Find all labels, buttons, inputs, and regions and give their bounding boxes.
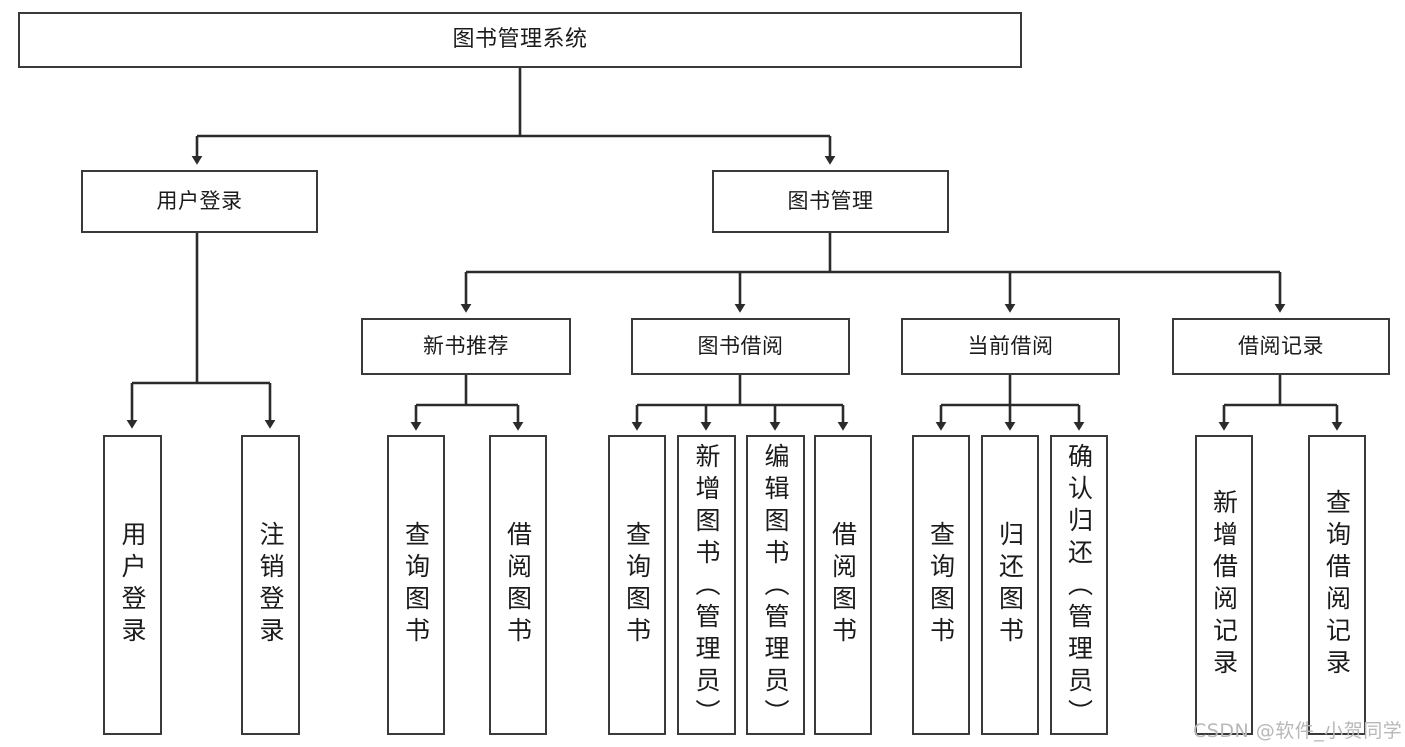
leaf-book-borrow-query-label: 查询图书 [622,521,652,649]
leaf-user-login-login-label: 用户登录 [118,521,147,649]
leaf-new-book-borrow[interactable]: 借阅图书 [489,435,547,735]
leaf-book-borrow-borrow[interactable]: 借阅图书 [814,435,872,735]
leaf-book-borrow-borrow-label: 借阅图书 [828,521,858,649]
leaf-user-login-logout-label: 注销登录 [256,521,285,649]
leaf-new-book-borrow-label: 借阅图书 [503,521,533,649]
leaf-book-borrow-edit-label: 编辑图书（管理员） [761,443,790,731]
node-book-management[interactable]: 图书管理 [712,170,949,233]
csdn-watermark-text: CSDN @软件_小贺同学 [1193,720,1403,742]
leaf-current-borrow-return[interactable]: 归还图书 [981,435,1039,735]
leaf-book-borrow-add-label: 新增图书（管理员） [692,443,721,731]
leaf-borrow-record-add-label: 新增借阅记录 [1209,489,1239,681]
node-book-borrow[interactable]: 图书借阅 [631,318,850,375]
node-user-login-label: 用户登录 [156,189,243,214]
node-book-management-label: 图书管理 [787,189,874,214]
leaf-book-borrow-edit[interactable]: 编辑图书（管理员） [746,435,805,735]
node-current-borrow[interactable]: 当前借阅 [901,318,1120,375]
leaf-new-book-query[interactable]: 查询图书 [387,435,445,735]
leaf-borrow-record-query-label: 查询借阅记录 [1322,489,1352,681]
node-book-borrow-label: 图书借阅 [697,334,784,359]
leaf-book-borrow-query[interactable]: 查询图书 [608,435,666,735]
node-root-system[interactable]: 图书管理系统 [18,12,1022,68]
leaf-current-borrow-return-label: 归还图书 [995,521,1025,649]
node-new-book-recommend-label: 新书推荐 [423,334,509,359]
node-borrow-record[interactable]: 借阅记录 [1172,318,1390,375]
node-root-label: 图书管理系统 [452,27,588,53]
leaf-book-borrow-add[interactable]: 新增图书（管理员） [677,435,736,735]
leaf-new-book-query-label: 查询图书 [401,521,431,649]
csdn-watermark: CSDN @软件_小贺同学 [1193,716,1402,743]
node-current-borrow-label: 当前借阅 [967,334,1054,359]
leaf-current-borrow-query[interactable]: 查询图书 [912,435,970,735]
leaf-borrow-record-add[interactable]: 新增借阅记录 [1195,435,1253,735]
leaf-current-borrow-confirm[interactable]: 确认归还（管理员） [1050,435,1108,735]
leaf-current-borrow-query-label: 查询图书 [926,521,956,649]
node-borrow-record-label: 借阅记录 [1238,334,1324,359]
leaf-user-login-logout[interactable]: 注销登录 [241,435,300,735]
leaf-user-login-login[interactable]: 用户登录 [103,435,162,735]
node-user-login[interactable]: 用户登录 [81,170,318,233]
leaf-borrow-record-query[interactable]: 查询借阅记录 [1308,435,1366,735]
leaf-current-borrow-confirm-label: 确认归还（管理员） [1064,443,1094,731]
node-new-book-recommend[interactable]: 新书推荐 [361,318,571,375]
